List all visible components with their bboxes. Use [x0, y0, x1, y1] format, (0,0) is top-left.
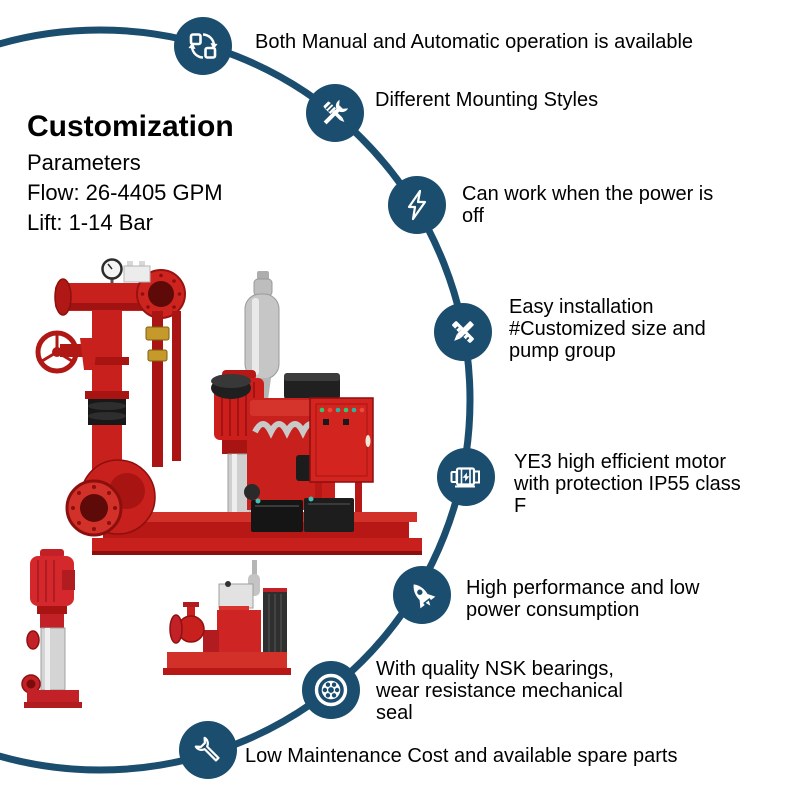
bearing-icon	[302, 661, 360, 719]
wrench-icon	[179, 721, 237, 779]
motor-icon	[437, 448, 495, 506]
lightning-icon	[388, 176, 446, 234]
feature-text-mounting-styles: Different Mounting Styles	[375, 89, 599, 111]
feature-text-nsk-bearings: With quality NSK bearings, wear resistan…	[376, 658, 623, 724]
sync-icon	[174, 17, 232, 75]
customization-lift-value: Lift: 1-14 Bar	[27, 210, 153, 235]
design-icon	[434, 303, 492, 361]
feature-text-power-off: Can work when the power is off	[462, 183, 714, 227]
feature-text-manual-automatic: Both Manual and Automatic operation is a…	[255, 31, 694, 53]
customization-flow-value: Flow: 26-4405 GPM	[27, 180, 223, 205]
feature-text-low-maintenance: Low Maintenance Cost and available spare…	[245, 745, 678, 767]
feature-arc	[0, 26, 474, 774]
rocket-icon	[393, 566, 451, 624]
small-diesel-pump-image	[163, 560, 291, 675]
feature-text-easy-install: Easy installation #Customized size and p…	[509, 296, 706, 362]
tools-icon	[306, 84, 364, 142]
vertical-multistage-pump-image	[21, 549, 82, 708]
feature-text-high-performance: High performance and low power consumpti…	[466, 577, 700, 621]
customization-title: Customization	[27, 110, 234, 143]
main-fire-pump-image	[35, 258, 422, 555]
feature-text-ye3-motor: YE3 high efficient motor with protection…	[514, 451, 741, 517]
customization-parameters-label: Parameters	[27, 150, 141, 175]
